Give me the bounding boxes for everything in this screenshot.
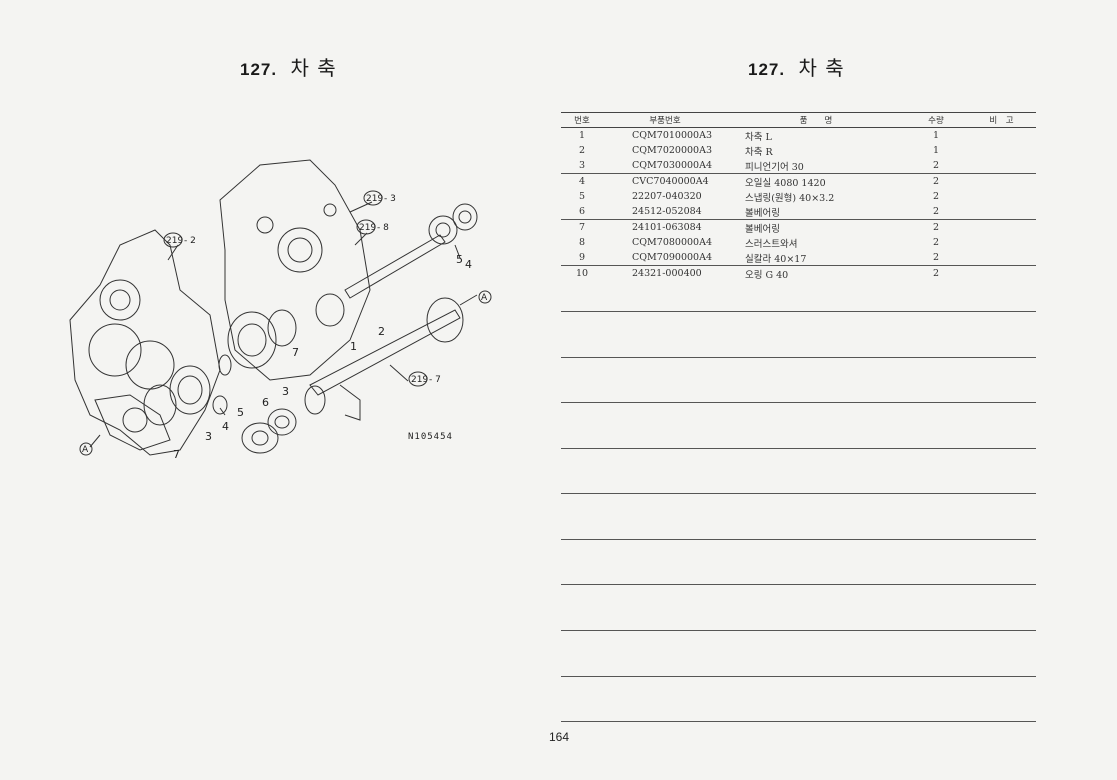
callout-219-3: 219 - 3 (363, 190, 396, 206)
right-title-number: 127. (748, 60, 786, 79)
mark-a-right: A (478, 290, 492, 304)
part-label: 1 (350, 340, 357, 353)
callout-219-7: 219 - 7 (408, 371, 441, 387)
svg-text:A: A (82, 445, 89, 455)
col-header-qty: 수량 (905, 112, 967, 128)
callout-219-8: 219 - 8 (356, 219, 389, 235)
blank-row-line (561, 402, 1036, 403)
axle-exploded-diagram: 219 - 2 219 - 3 219 - 8 219 - 7 A (69, 159, 492, 461)
left-page: 127. 차 축 (0, 0, 555, 780)
part-label: 3 (282, 385, 289, 398)
left-page-title: 127. 차 축 (240, 52, 337, 81)
svg-text:- 3: - 3 (384, 194, 396, 204)
left-title-text: 차 축 (290, 56, 337, 80)
part-label: 4 (222, 420, 229, 433)
svg-text:219: 219 (411, 375, 428, 385)
blank-row-line (561, 448, 1036, 449)
blank-row-line (561, 630, 1036, 631)
col-header-note: 비 고 (967, 112, 1036, 128)
part-label: 4 (465, 258, 472, 271)
blank-row-line (561, 584, 1036, 585)
mark-a-left: A (79, 442, 93, 456)
part-label: 7 (173, 448, 180, 461)
left-title-number: 127. (240, 60, 278, 79)
right-title-text: 차 축 (798, 56, 845, 80)
blank-row-line (561, 311, 1036, 312)
svg-text:219: 219 (366, 194, 383, 204)
table-header-row: 번호 부품번호 품 명 수량 비 고 (561, 112, 1036, 128)
part-label: 5 (237, 406, 244, 419)
blank-row-line (561, 357, 1036, 358)
col-header-no: 번호 (561, 112, 603, 128)
blank-row-line (561, 539, 1036, 540)
blank-row-line (561, 676, 1036, 677)
callout-219-2: 219 - 2 (163, 232, 196, 248)
right-housing (219, 159, 371, 381)
col-header-name: 품 명 (727, 112, 905, 128)
svg-text:- 7: - 7 (429, 375, 441, 385)
part-label: 5 (456, 253, 463, 266)
svg-text:- 8: - 8 (377, 223, 389, 233)
part-label: 6 (262, 396, 269, 409)
part-label: 7 (292, 346, 299, 359)
part-label: 2 (378, 325, 385, 338)
blank-row-line (561, 721, 1036, 722)
right-page-title: 127. 차 축 (748, 52, 845, 81)
svg-text:A: A (481, 293, 488, 303)
col-header-part-number: 부품번호 (603, 112, 727, 128)
blank-row-line (561, 493, 1036, 494)
svg-text:219: 219 (359, 223, 376, 233)
svg-text:219: 219 (166, 236, 183, 246)
page-number: 164 (549, 730, 570, 744)
svg-text:- 2: - 2 (184, 236, 196, 246)
part-label: 3 (205, 430, 212, 443)
left-housing (69, 229, 221, 456)
drawing-id: N105454 (408, 432, 453, 442)
